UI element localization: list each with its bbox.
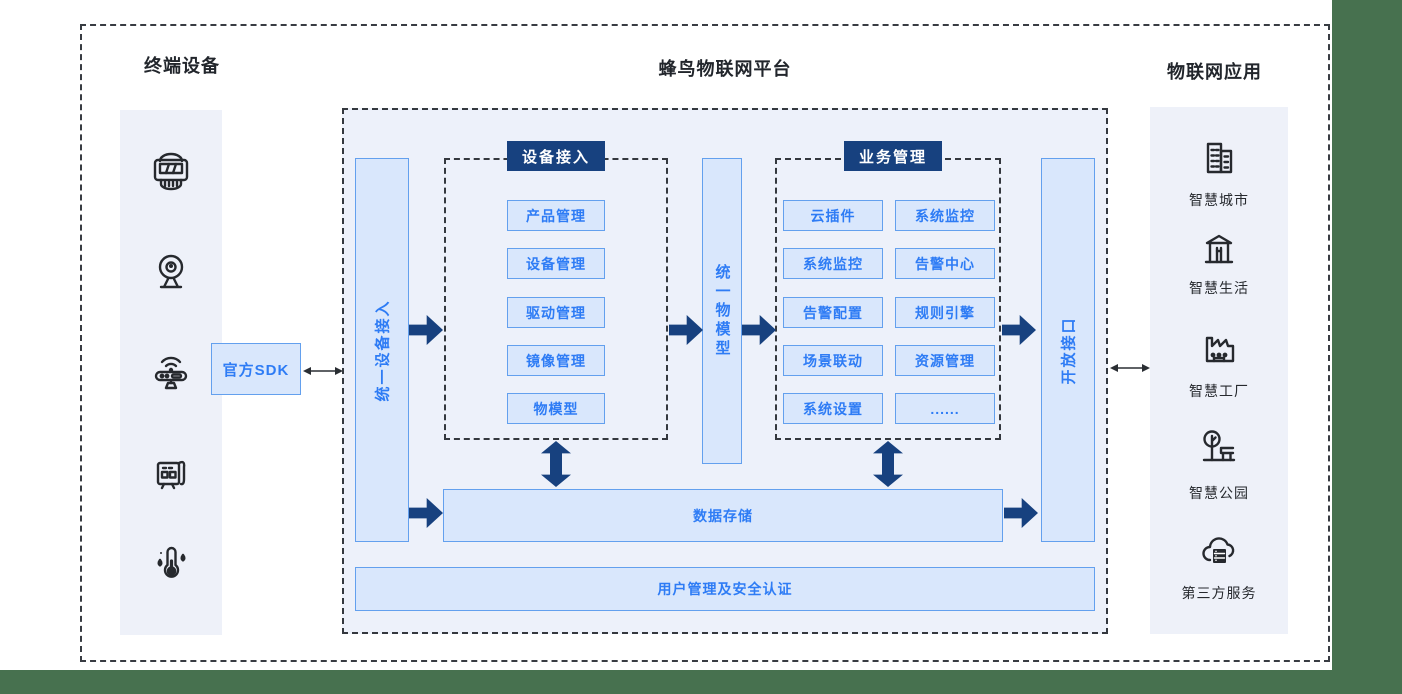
webcam-icon [147,246,195,294]
open-api-bar: 开放接口 [1041,158,1095,542]
business-item: 系统监控 [783,248,883,279]
business-item: 告警中心 [895,248,995,279]
business-item: 告警配置 [783,297,883,328]
outer-dashed-border [80,24,1330,662]
device-access-item: 镜像管理 [507,345,605,376]
business-item: 系统监控 [895,200,995,231]
app-label: 智慧公园 [1189,485,1249,501]
unified-thing-model-label: 统一物模型 [713,263,731,359]
business-item: 系统设置 [783,393,883,424]
official-sdk-box: 官方SDK [211,343,301,395]
sdk-platform-double-arrow [302,364,344,378]
iot-applications-panel [1150,107,1288,634]
device-access-item: 设备管理 [507,248,605,279]
unified-thing-model-bar: 统一物模型 [702,158,742,464]
device-access-group-header: 设备接入 [507,141,605,171]
thermometer-icon [147,538,195,586]
business-item: 规则引擎 [895,297,995,328]
smart-life-icon [1195,226,1243,274]
platform-apps-double-arrow [1109,361,1151,375]
smart-city-icon [1195,134,1243,182]
wireless-router-icon [147,346,195,394]
unified-device-access-label: 统一设备接入 [374,298,392,402]
business-item: ...... [895,393,995,424]
third-party-service-icon [1195,526,1243,574]
data-storage-box: 数据存储 [443,489,1003,542]
app-label: 智慧生活 [1189,280,1249,296]
gateway-icon [147,450,195,498]
device-access-item: 驱动管理 [507,297,605,328]
business-item: 云插件 [783,200,883,231]
iot-applications-title: 物联网应用 [1167,62,1262,82]
device-access-item: 物模型 [507,393,605,424]
open-api-label: 开放接口 [1060,315,1078,385]
smart-factory-icon [1195,324,1243,372]
device-access-item: 产品管理 [507,200,605,231]
app-label: 智慧城市 [1189,192,1249,208]
unified-device-access-bar: 统一设备接入 [355,158,409,542]
platform-title: 蜂鸟物联网平台 [658,59,792,79]
smart-park-icon [1195,424,1243,472]
user-management-box: 用户管理及安全认证 [355,567,1095,611]
business-item: 场景联动 [783,345,883,376]
app-label: 第三方服务 [1181,585,1257,601]
business-management-group-header: 业务管理 [844,141,942,171]
terminal-devices-title: 终端设备 [144,56,220,76]
app-label: 智慧工厂 [1189,383,1249,399]
electric-meter-icon [147,148,195,196]
business-item: 资源管理 [895,345,995,376]
